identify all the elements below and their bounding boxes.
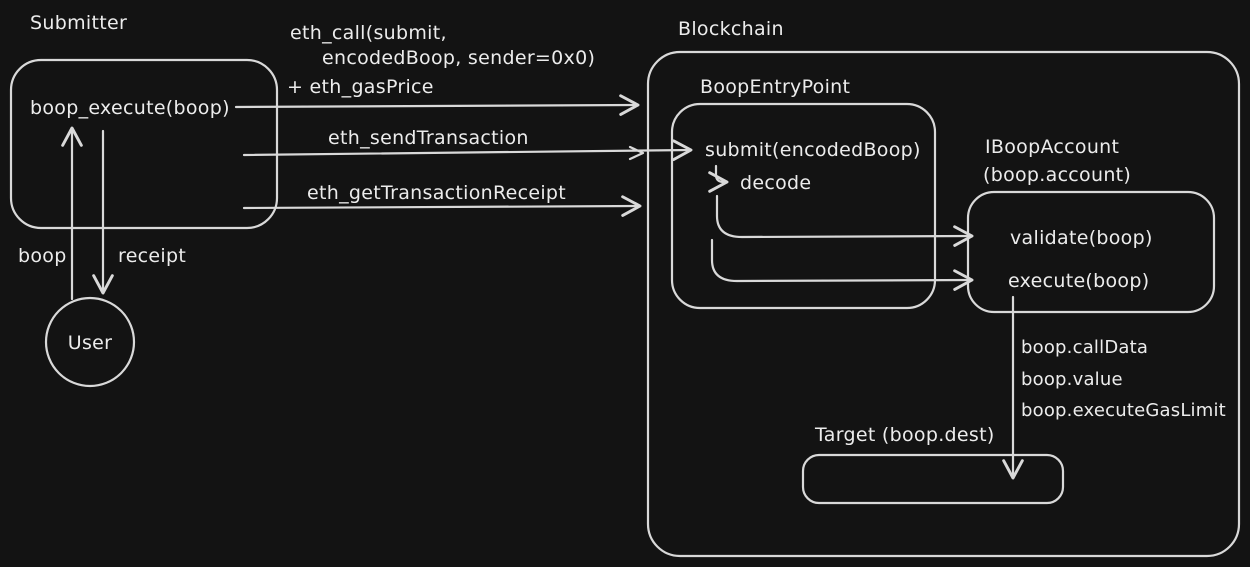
boop-execute-label: boop_execute(boop) <box>30 97 230 119</box>
receipt-arrow-label: receipt <box>118 245 186 267</box>
eth-gasprice-label: + eth_gasPrice <box>287 76 434 98</box>
target-title: Target (boop.dest) <box>814 424 995 446</box>
eth-get-receipt-arrow <box>242 195 642 217</box>
border-chevron-icon <box>628 145 645 161</box>
eth-call-arrow <box>234 94 640 116</box>
eth-call-label-line2: encodedBoop, sender=0x0) <box>322 47 595 69</box>
submitter-title: Submitter <box>30 12 127 34</box>
call-param-calldata: boop.callData <box>1021 337 1148 358</box>
account-box <box>966 190 1216 314</box>
entrypoint-title: BoopEntryPoint <box>700 76 850 98</box>
account-title-line1: IBoopAccount <box>985 136 1119 158</box>
boop-arrow-label: boop <box>18 245 67 267</box>
eth-call-label-line1: eth_call(submit, <box>290 22 447 44</box>
execute-method-label: execute(boop) <box>1008 270 1149 292</box>
execute-call-wire <box>710 238 974 291</box>
eth-send-transaction-arrow <box>242 139 693 161</box>
call-param-gaslimit: boop.executeGasLimit <box>1021 400 1226 421</box>
validate-call-wire <box>715 194 974 247</box>
submitter-box <box>9 58 279 230</box>
eth-get-receipt-label: eth_getTransactionReceipt <box>307 182 566 204</box>
blockchain-box <box>646 50 1241 558</box>
user-circle <box>44 296 136 388</box>
entrypoint-box <box>670 102 937 310</box>
decode-label: decode <box>740 172 811 194</box>
target-box <box>801 453 1065 505</box>
submit-method-label: submit(encodedBoop) <box>705 139 921 161</box>
eth-send-transaction-label: eth_sendTransaction <box>328 127 529 149</box>
call-param-value: boop.value <box>1021 369 1123 390</box>
blockchain-title: Blockchain <box>678 18 784 40</box>
validate-method-label: validate(boop) <box>1010 227 1153 249</box>
return-arrow-icon <box>708 164 729 193</box>
user-label: User <box>68 332 113 354</box>
account-title-line2: (boop.account) <box>983 164 1131 186</box>
